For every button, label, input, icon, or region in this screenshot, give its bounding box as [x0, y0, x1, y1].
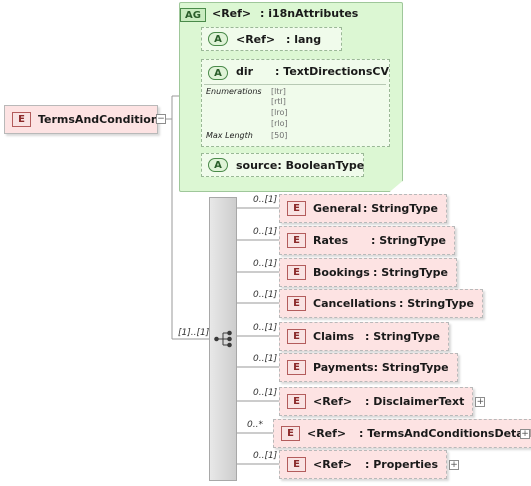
attribute-badge: A	[208, 66, 228, 80]
root-element-name: TermsAndConditions	[38, 113, 166, 126]
enumeration-value: [lro]	[271, 108, 288, 117]
attribute-badge: A	[208, 32, 228, 46]
child-element-name: <Ref>	[307, 427, 347, 440]
child-element[interactable]: E Claims : StringType	[279, 322, 450, 351]
attribute-group-ref: <Ref>	[212, 7, 252, 20]
expand-toggle[interactable]: +	[475, 397, 486, 407]
element-badge: E	[287, 360, 306, 375]
child-element-type: : DisclaimerText	[365, 395, 465, 408]
enumerations-label: Enumerations	[206, 87, 262, 96]
facet-divider	[204, 84, 386, 85]
child-element-type: : StringType	[373, 361, 449, 374]
child-element[interactable]: E Rates : StringType	[279, 226, 456, 255]
element-badge: E	[287, 457, 306, 472]
attribute-group-name: : i18nAttributes	[260, 7, 359, 20]
child-element-type: : StringType	[371, 234, 447, 247]
child-element-name: General	[313, 202, 362, 215]
child-element-name: <Ref>	[313, 458, 353, 471]
attribute-group-badge: AG	[180, 8, 206, 22]
child-element-type: : StringType	[399, 297, 475, 310]
element-badge: E	[287, 201, 306, 216]
attribute-source[interactable]: A source : BooleanType	[201, 153, 364, 177]
child-element-type: : Properties	[365, 458, 439, 471]
child-occurrence: 0..[1]	[253, 354, 278, 364]
child-element[interactable]: E <Ref> : TermsAndConditionsDetails	[273, 419, 531, 448]
element-badge: E	[287, 394, 306, 409]
child-element-name: Payments	[313, 361, 374, 374]
attribute-name: source	[236, 158, 278, 172]
child-element[interactable]: E Payments: StringType	[279, 353, 458, 382]
element-badge: E	[287, 233, 306, 248]
child-element[interactable]: E Cancellations: StringType	[279, 289, 484, 318]
attribute-ref: <Ref>	[236, 32, 276, 46]
child-occurrence: 0..[1]	[253, 451, 278, 461]
child-occurrence: 0..*	[247, 420, 263, 430]
attribute-badge: A	[208, 158, 228, 172]
child-element[interactable]: E <Ref> : DisclaimerText	[279, 387, 474, 416]
child-element-name: Rates	[313, 234, 349, 247]
child-element-name: Cancellations	[313, 297, 397, 310]
child-element-type: : StringType	[373, 266, 449, 279]
max-length-label: Max Length	[206, 131, 253, 140]
expand-toggle[interactable]: +	[520, 429, 530, 439]
element-badge: E	[287, 296, 306, 311]
attribute-type: : BooleanType	[277, 158, 365, 172]
max-length-value: [50]	[271, 131, 288, 140]
enumeration-value: [rtl]	[271, 97, 286, 106]
child-element-type: : TermsAndConditionsDetails	[359, 427, 531, 440]
child-element-name: Bookings	[313, 266, 370, 279]
child-occurrence: 0..[1]	[253, 195, 278, 205]
attribute-type: : lang	[286, 32, 322, 46]
element-badge: E	[287, 329, 306, 344]
enumeration-value: [ltr]	[271, 87, 286, 96]
child-element-type: : StringType	[365, 330, 441, 343]
child-element-type: : StringType	[363, 202, 439, 215]
child-occurrence: 0..[1]	[253, 290, 278, 300]
element-badge: E	[12, 112, 31, 127]
sequence-occurrence: [1]..[1]	[178, 328, 210, 338]
attribute-lang[interactable]: A <Ref> : lang	[201, 27, 342, 51]
attribute-type: : TextDirectionsCV	[275, 65, 389, 78]
child-occurrence: 0..[1]	[253, 227, 278, 237]
enumeration-value: [rlo]	[271, 119, 288, 128]
child-element-name: <Ref>	[313, 395, 353, 408]
child-element[interactable]: E General: StringType	[279, 194, 448, 223]
element-badge: E	[287, 265, 306, 280]
attribute-dir[interactable]: A dir : TextDirectionsCV	[201, 59, 390, 147]
root-element[interactable]: E TermsAndConditions	[4, 105, 165, 134]
child-occurrence: 0..[1]	[253, 323, 278, 333]
sequence-icon	[214, 330, 232, 348]
expand-toggle[interactable]: +	[449, 460, 460, 470]
element-badge: E	[281, 426, 300, 441]
attribute-name: dir	[236, 65, 254, 78]
child-element-name: Claims	[313, 330, 355, 343]
child-element[interactable]: E <Ref> : Properties	[279, 450, 448, 479]
child-element[interactable]: E Bookings: StringType	[279, 258, 458, 287]
child-occurrence: 0..[1]	[253, 388, 278, 398]
collapse-toggle[interactable]: −	[156, 114, 166, 124]
child-occurrence: 0..[1]	[253, 259, 278, 269]
